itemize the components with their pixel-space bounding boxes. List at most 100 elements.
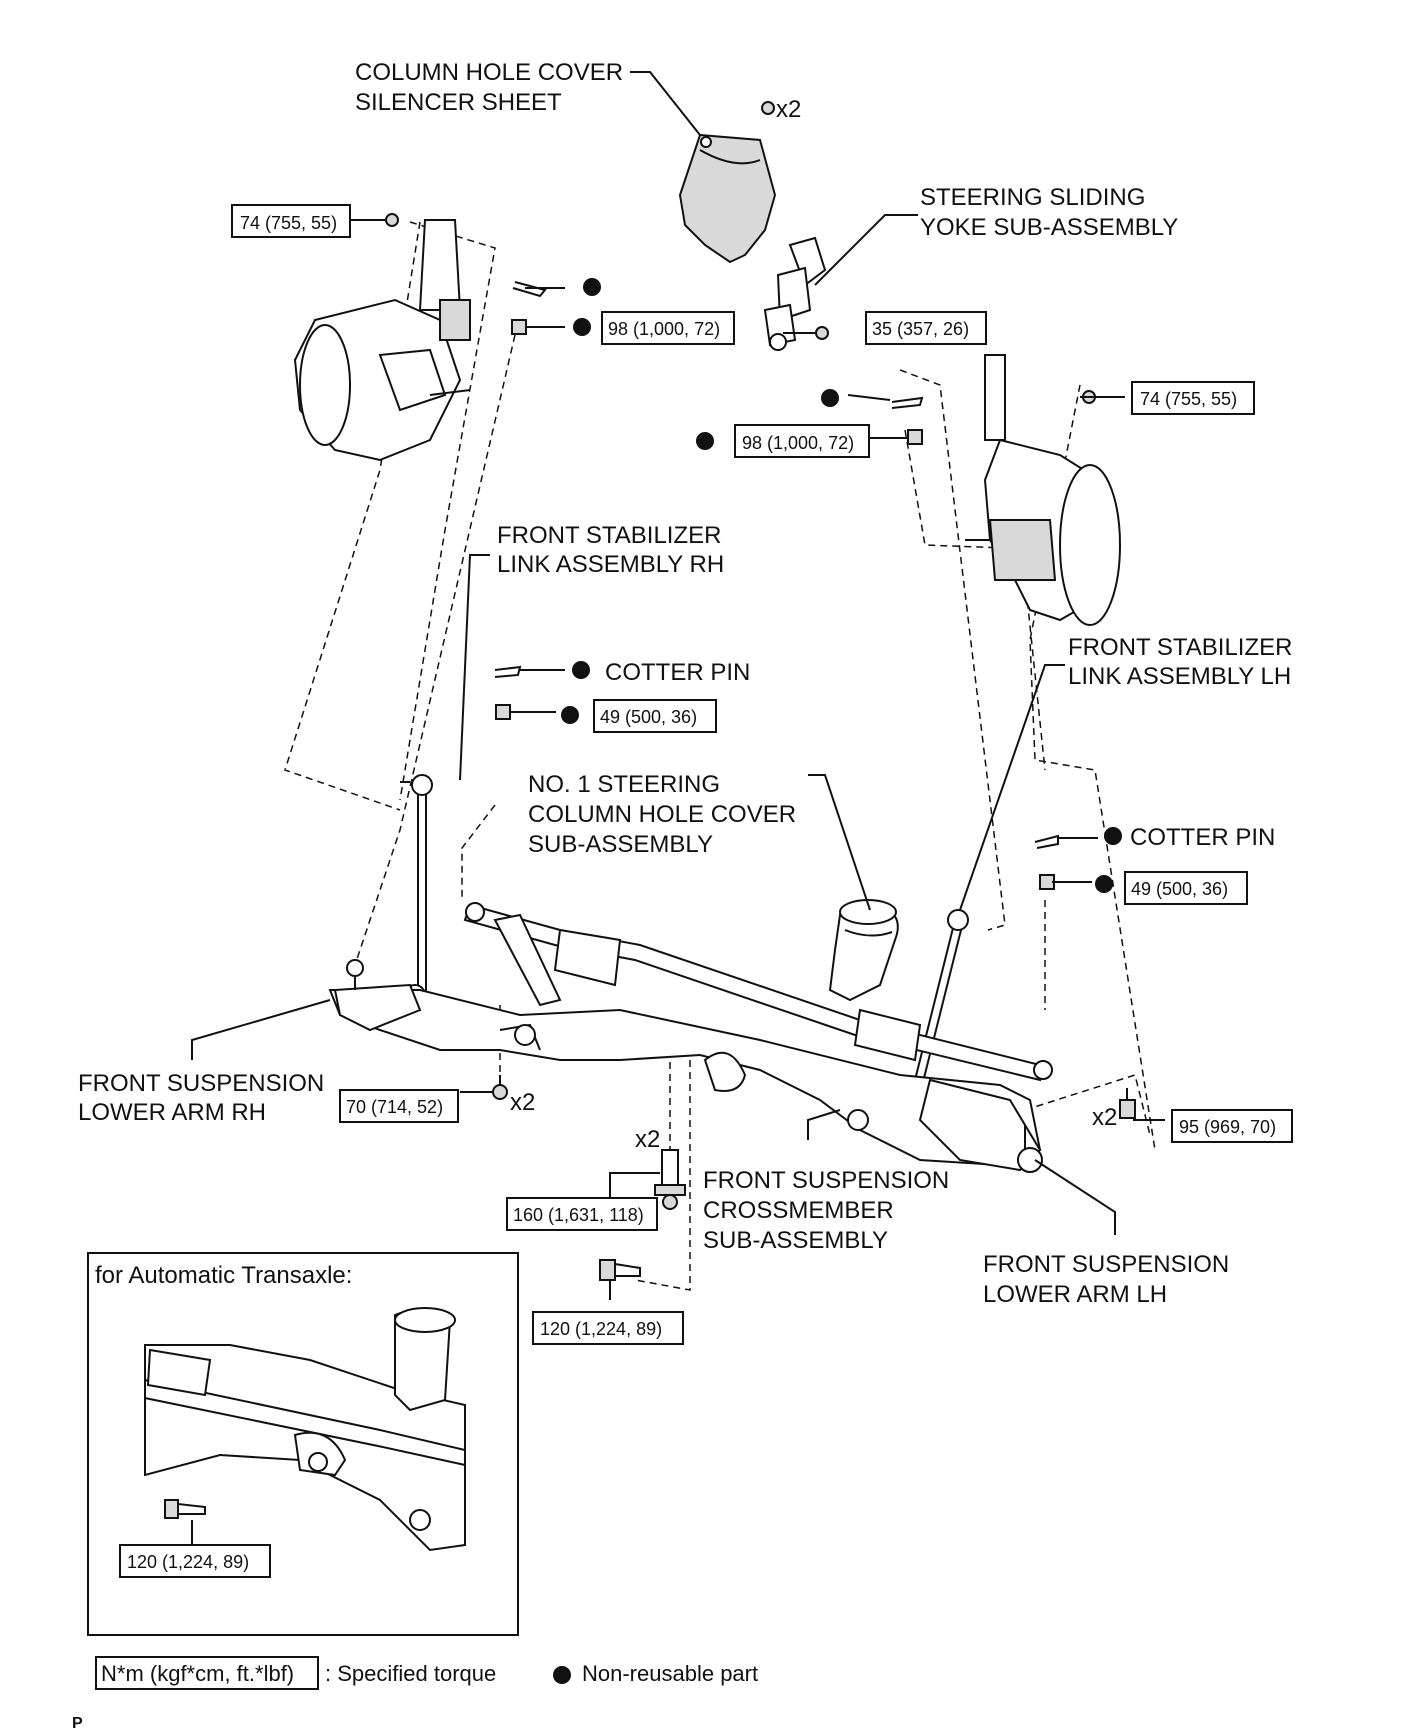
lower-arm-rh — [333, 959, 422, 1032]
nonreusable-dot-cotter-right — [821, 389, 839, 407]
label-cotter-pin-right: COTTER PIN — [1130, 824, 1275, 851]
cotter-pin-right — [1034, 834, 1059, 849]
svg-text:98 (1,000, 72): 98 (1,000, 72) — [608, 319, 720, 339]
nonreusable-markers — [561, 278, 1122, 893]
torque-box-98-right: 98 (1,000, 72) — [734, 424, 870, 458]
yoke-bolt — [815, 326, 829, 340]
torque-box-98-left: 98 (1,000, 72) — [601, 311, 735, 345]
qty-bolt-95: x2 — [1092, 1104, 1117, 1131]
bolt-120 — [599, 1259, 641, 1281]
castle-nut-top-right — [907, 429, 923, 445]
bolt-70 — [492, 1075, 508, 1100]
svg-text:98 (1,000, 72): 98 (1,000, 72) — [742, 433, 854, 453]
bolt-95 — [1119, 1088, 1136, 1119]
nonreusable-dot-castle-nut-right — [1095, 875, 1113, 893]
castle-nut-top-left — [511, 319, 527, 335]
torque-box-74-left: 74 (755, 55) — [231, 204, 351, 238]
castle-nut-right — [1039, 874, 1055, 890]
svg-text:49 (500, 36): 49 (500, 36) — [1131, 879, 1228, 899]
svg-text:74 (755, 55): 74 (755, 55) — [1140, 389, 1237, 409]
legend-torque-key: N*m (kgf*cm, ft.*lbf) — [101, 1661, 294, 1686]
torque-box-49-right: 49 (500, 36) — [1124, 871, 1248, 905]
label-column-hole-cover: COLUMN HOLE COVER — [355, 59, 623, 86]
cover-clip — [761, 101, 775, 115]
torque-box-70: 70 (714, 52) — [339, 1089, 459, 1123]
strut-knuckle-rh — [293, 219, 471, 462]
legend-torque-text: : Specified torque — [325, 1661, 496, 1686]
front-suspension-crossmember — [328, 989, 1042, 1167]
qty-bolt-160: x2 — [635, 1126, 660, 1153]
nonreusable-dot-cotter-left — [583, 278, 601, 296]
torque-box-35: 35 (357, 26) — [865, 311, 987, 345]
svg-text:95 (969, 70): 95 (969, 70) — [1179, 1117, 1276, 1137]
dash-left-tierod — [354, 334, 516, 966]
torque-box-49-left: 49 (500, 36) — [593, 699, 717, 733]
label-lower-arm-lh-1: FRONT SUSPENSION — [983, 1251, 1229, 1278]
label-stab-rh-1: FRONT STABILIZER — [497, 522, 721, 549]
dash-right-knuckle — [904, 429, 1006, 549]
inset-automatic-transaxle: for Automatic Transaxle: 120 (1,224, 89) — [87, 1252, 519, 1636]
torque-box-160: 160 (1,631, 118) — [506, 1197, 658, 1231]
castle-nut-left — [495, 704, 511, 720]
label-no1-steering: NO. 1 STEERING — [528, 771, 720, 798]
svg-text:74 (755, 55): 74 (755, 55) — [240, 213, 337, 233]
label-crossmember-3: SUB-ASSEMBLY — [703, 1227, 888, 1254]
torque-box-74-right: 74 (755, 55) — [1131, 381, 1255, 415]
label-stab-lh-2: LINK ASSEMBLY LH — [1068, 663, 1291, 690]
nonreusable-dot-cotter-pin-left — [572, 661, 590, 679]
cotter-pin-left — [494, 665, 522, 678]
label-cotter-pin-left: COTTER PIN — [605, 659, 750, 686]
torque-box-120-inset: 120 (1,224, 89) — [119, 1544, 271, 1578]
nonreusable-dot-nut-right — [696, 432, 714, 450]
corner-mark: P — [72, 1715, 83, 1732]
label-stab-rh-2: LINK ASSEMBLY RH — [497, 551, 724, 578]
svg-text:49 (500, 36): 49 (500, 36) — [600, 707, 697, 727]
svg-text:35 (357, 26): 35 (357, 26) — [872, 319, 969, 339]
dash-right-strut — [899, 369, 1006, 931]
bolt-160 — [654, 1149, 686, 1210]
rack-bracket-rh — [493, 913, 562, 1007]
label-yoke-sub-assembly: YOKE SUB-ASSEMBLY — [920, 214, 1178, 241]
strut-knuckle-lh — [965, 354, 1121, 626]
svg-text:70 (714, 52): 70 (714, 52) — [346, 1097, 443, 1117]
legend: N*m (kgf*cm, ft.*lbf) : Specified torque… — [95, 1656, 758, 1690]
label-lower-arm-lh-2: LOWER ARM LH — [983, 1281, 1167, 1308]
leader-lines — [191, 71, 1165, 1300]
label-no1-column-hole-cover: COLUMN HOLE COVER — [528, 801, 796, 828]
legend-nonreusable-text: Non-reusable part — [582, 1661, 758, 1686]
nonreusable-dot-castle-nut-left — [561, 706, 579, 724]
stabilizer-link-rh — [400, 774, 433, 1006]
lower-arm-lh — [918, 1078, 1043, 1173]
strut-nut-left — [385, 213, 399, 227]
label-lower-arm-rh-2: LOWER ARM RH — [78, 1099, 266, 1126]
label-crossmember-1: FRONT SUSPENSION — [703, 1167, 949, 1194]
nonreusable-dot-nut-left — [573, 318, 591, 336]
legend-torque-key-box — [95, 1656, 319, 1690]
svg-text:120 (1,224, 89): 120 (1,224, 89) — [540, 1319, 662, 1339]
label-steering-sliding: STEERING SLIDING — [920, 184, 1145, 211]
steering-column-hole-cover — [828, 899, 899, 1002]
dash-left-strut-rh — [399, 221, 496, 801]
torque-box-120: 120 (1,224, 89) — [532, 1311, 684, 1345]
svg-text:120 (1,224, 89): 120 (1,224, 89) — [127, 1552, 249, 1572]
cotter-pin-top-right — [891, 396, 924, 409]
nonreusable-dot-cotter-pin-right — [1104, 827, 1122, 845]
dash-bolt-120 — [634, 1060, 691, 1291]
label-no1-sub-assembly: SUB-ASSEMBLY — [528, 831, 713, 858]
label-lower-arm-rh-1: FRONT SUSPENSION — [78, 1070, 324, 1097]
torque-box-95: 95 (969, 70) — [1171, 1109, 1293, 1143]
legend-nonreusable-dot — [553, 1666, 571, 1684]
svg-text:160 (1,631, 118): 160 (1,631, 118) — [513, 1205, 644, 1225]
dash-left-link-pin — [461, 804, 496, 900]
label-crossmember-2: CROSSMEMBER — [703, 1197, 894, 1224]
inset-title: for Automatic Transaxle: — [95, 1262, 352, 1289]
qty-bolt-70: x2 — [510, 1089, 535, 1116]
qty-cover-clip: x2 — [776, 96, 801, 123]
steering-sliding-yoke — [763, 236, 827, 351]
label-silencer-sheet: SILENCER SHEET — [355, 89, 562, 116]
dash-right-bolt — [1024, 1074, 1151, 1136]
cotter-pin-top-left — [512, 281, 547, 298]
label-stab-lh-1: FRONT STABILIZER — [1068, 634, 1292, 661]
